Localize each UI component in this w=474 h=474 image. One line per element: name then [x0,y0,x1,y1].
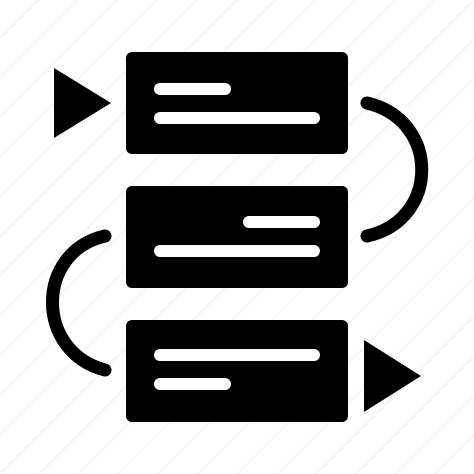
process-card-2-line-short [243,216,320,228]
process-card-3 [126,320,348,422]
connector-curve-left [46,229,112,377]
process-card-2 [126,186,348,288]
process-card-3-line-short [154,378,231,390]
connector-curve-right [360,96,429,243]
process-card-2-line-long [154,245,320,257]
process-card-1 [126,52,348,154]
process-card-1-body [126,52,348,154]
process-card-1-line-long [154,112,320,124]
process-card-3-body [126,320,348,422]
process-card-2-body [126,186,348,288]
process-card-3-line-long [154,349,320,361]
end-arrow-icon [364,340,421,412]
start-arrow-icon [54,68,111,138]
process-card-1-line-short [154,83,231,95]
